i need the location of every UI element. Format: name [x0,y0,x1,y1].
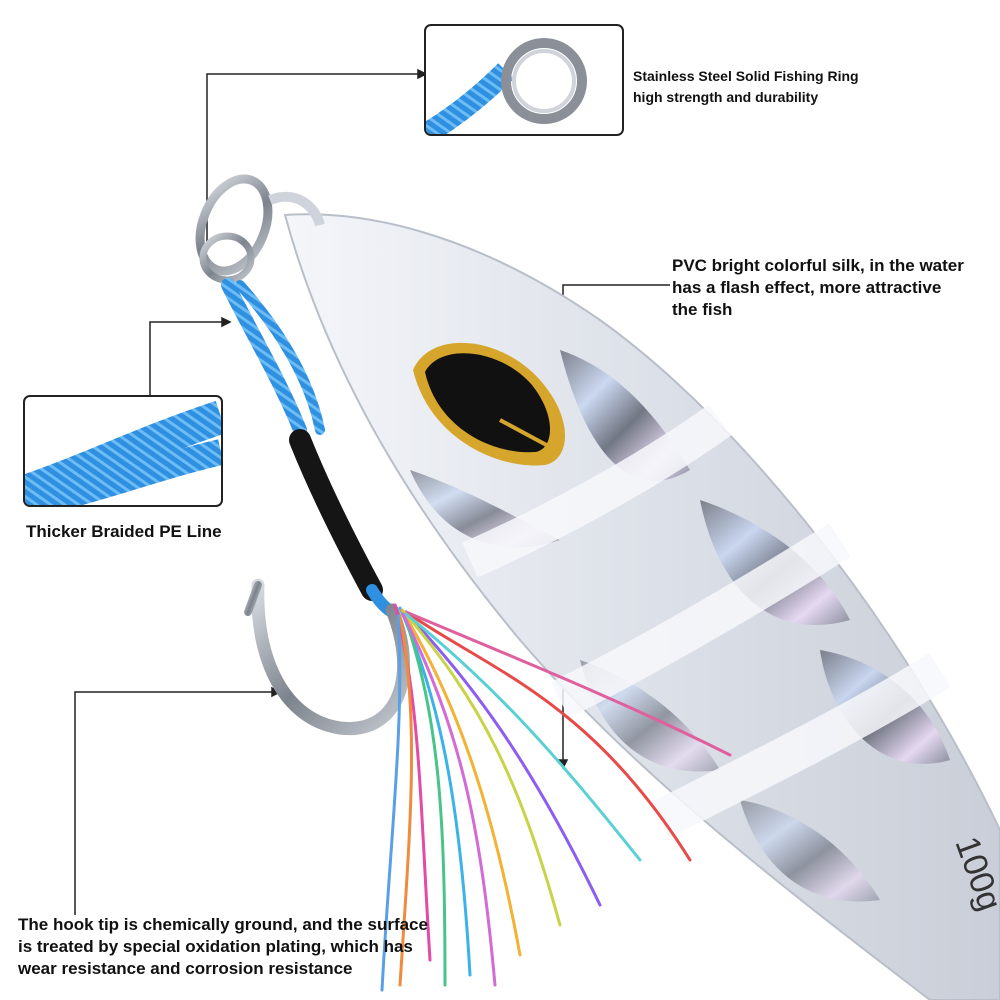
hook-callout-text: The hook tip is chemically ground, and t… [18,914,488,980]
ring-callout-line: high strength and durability [633,89,819,105]
ring-callout-line: Stainless Steel Solid Fishing Ring [633,68,859,84]
lure-eye-icon [413,342,565,466]
line-callout-line: Thicker Braided PE Line [26,522,222,541]
braided-line-icon [426,63,514,134]
pvc-callout-line: PVC bright colorful silk, in the water [672,256,964,275]
hook-callout-line: wear resistance and corrosion resistance [18,959,353,978]
line-closeup-inset [23,395,223,507]
hook-callout-line: The hook tip is chemically ground, and t… [18,915,428,934]
pvc-callout-text: PVC bright colorful silk, in the water h… [672,255,998,321]
hook-icon [244,578,411,736]
jig-lure-icon [283,213,1000,1000]
split-ring-icon [501,38,587,124]
line-callout-text: Thicker Braided PE Line [26,521,286,543]
pvc-callout-line: has a flash effect, more attractive [672,278,942,297]
hook-leader [74,691,272,915]
braided-line-icon [221,278,398,618]
hook-callout-line: is treated by special oxidation plating,… [18,937,413,956]
split-ring-icon [195,174,325,284]
ring-leader [206,73,418,250]
pvc-callout-line: the fish [672,300,733,319]
ring-closeup-inset [424,24,624,136]
braided-line-icon [25,400,221,505]
line-leader [149,321,222,398]
skirt-icon [380,603,732,992]
ring-callout-text: Stainless Steel Solid Fishing Ring high … [633,66,933,108]
